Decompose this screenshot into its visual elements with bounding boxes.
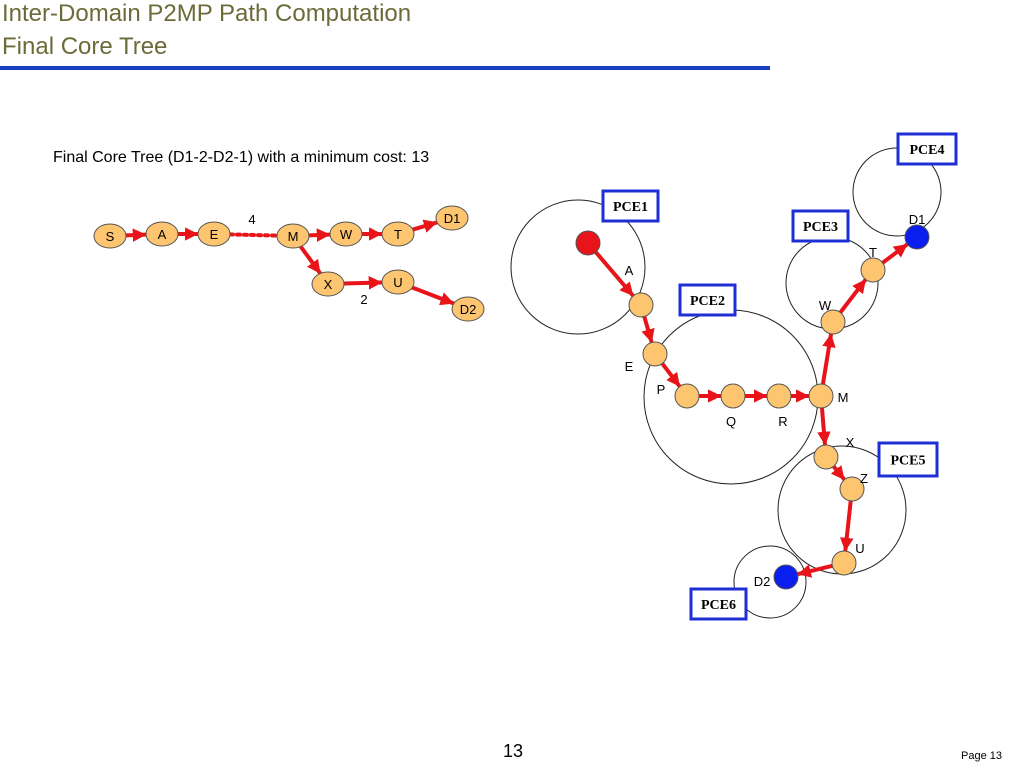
slide-number: 13 [503, 741, 524, 761]
left-edge-t-d1 [410, 219, 439, 233]
left-node-label: X [324, 277, 333, 292]
left-cost-label: 4 [248, 212, 255, 227]
pce-box-pce5: PCE5 [877, 441, 939, 478]
slide-title-line-1: Inter-Domain P2MP Path Computation [2, 0, 412, 27]
left-node-d1: D1 [435, 205, 469, 231]
domain-node-label: R [778, 414, 787, 429]
domain-node-label: Z [860, 471, 868, 486]
domain-node-r [766, 383, 792, 409]
diagram-caption: Final Core Tree (D1-2-D2-1) with a minim… [53, 149, 430, 166]
title-divider [0, 66, 770, 70]
domain-node-label: M [838, 390, 849, 405]
domain-circle-pce1 [510, 199, 646, 335]
left-node-s: S [93, 223, 127, 249]
left-edge-e-m [227, 232, 279, 238]
domain-edge-m-w [820, 332, 836, 387]
pce-label: PCE4 [910, 143, 945, 158]
domain-circle-pce6 [733, 545, 807, 619]
left-edge-u-d2 [410, 285, 455, 306]
domain-node-s [575, 230, 601, 256]
left-node-m: M [276, 223, 310, 249]
left-cost-label: 2 [360, 292, 367, 307]
left-edge-x-u [341, 276, 384, 290]
domain-edge-t-d1 [880, 242, 909, 265]
pce-label: PCE1 [613, 200, 648, 215]
domain-node-label: T [869, 245, 877, 260]
domain-node-d2 [773, 564, 799, 590]
left-node-label: E [210, 227, 219, 242]
left-edge-m-x [298, 244, 322, 275]
page-indicator: Page 13 [961, 750, 1002, 762]
pce-box-pce1: PCE1 [601, 189, 660, 223]
domain-node-w [820, 309, 846, 335]
left-node-label: T [394, 227, 402, 242]
domain-node-u [831, 550, 857, 576]
left-edge-s-a [123, 228, 148, 242]
slide-title-line-2: Final Core Tree [2, 33, 168, 60]
pce-label: PCE2 [690, 294, 725, 309]
left-node-label: A [158, 227, 167, 242]
pce-box-pce4: PCE4 [896, 132, 958, 166]
domain-node-e [642, 341, 668, 367]
left-node-label: S [106, 229, 115, 244]
left-node-label: D2 [460, 302, 477, 317]
pce-box-pce6: PCE6 [689, 587, 748, 621]
pce-label: PCE6 [701, 598, 736, 613]
pce-box-pce3: PCE3 [791, 209, 850, 243]
left-node-t: T [381, 221, 415, 247]
pce-label: PCE5 [891, 454, 926, 469]
domain-node-label: U [855, 541, 864, 556]
domain-node-label: W [819, 298, 832, 313]
pce-label: PCE3 [803, 220, 838, 235]
domain-node-p [674, 383, 700, 409]
domain-edge-u-d2 [796, 563, 835, 578]
domain-node-label: X [846, 435, 855, 450]
pce-box-pce2: PCE2 [678, 283, 737, 317]
domain-node-a [628, 292, 654, 318]
domain-edge-e-p [660, 361, 682, 388]
domain-edge-m-x [817, 405, 831, 447]
domain-edge-a-e [641, 314, 655, 344]
domain-node-q [720, 383, 746, 409]
domain-node-x [813, 444, 839, 470]
left-node-w: W [329, 221, 363, 247]
domain-node-label: D2 [754, 574, 771, 589]
domain-node-d1 [904, 224, 930, 250]
left-node-d2: D2 [451, 296, 485, 322]
domain-node-label: D1 [909, 212, 926, 227]
left-node-a: A [145, 221, 179, 247]
domain-node-label: E [625, 359, 634, 374]
left-node-label: M [288, 229, 299, 244]
left-node-label: D1 [444, 211, 461, 226]
domain-edge-s-a [593, 250, 635, 298]
left-node-x: X [311, 271, 345, 297]
left-node-u: U [381, 269, 415, 295]
domain-node-label: A [625, 263, 634, 278]
left-node-label: W [340, 227, 353, 242]
domain-edge-w-t [838, 278, 868, 315]
domain-node-t [860, 257, 886, 283]
left-node-e: E [197, 221, 231, 247]
domain-node-label: Q [726, 414, 736, 429]
domain-edge-x-z [830, 464, 846, 481]
domain-node-label: P [657, 382, 666, 397]
left-edge-m-w [306, 228, 332, 242]
domain-node-z [839, 476, 865, 502]
domain-node-m [808, 383, 834, 409]
domain-edge-z-u [839, 498, 854, 553]
left-node-label: U [393, 275, 402, 290]
